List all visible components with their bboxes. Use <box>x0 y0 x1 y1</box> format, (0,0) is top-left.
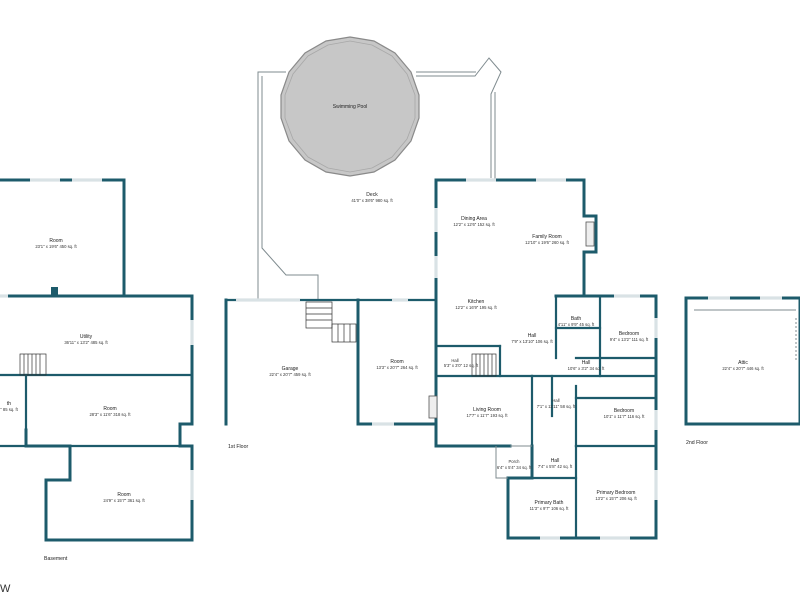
swimming-pool-shape <box>280 36 420 177</box>
porch-label: Porch <box>509 459 521 464</box>
basement-stairs <box>19 353 47 376</box>
dining-label: Dining Area <box>461 216 487 222</box>
b-bath-dims: " 85 sq. ft <box>0 407 18 412</box>
f-room-dims: 13'3" x 20'7" 264 sq. ft <box>376 365 418 370</box>
hall-lower-label: Hall <box>551 458 560 464</box>
b-room-top-label: Room <box>49 238 62 244</box>
garage-walls <box>224 298 438 426</box>
b-room-mid-dims: 28'3" x 11'6" 318 sq. ft <box>89 412 131 417</box>
hall-small-dims: 5'3" x 3'0" 12 sq. ft <box>444 363 479 368</box>
kitchen-dims: 12'2" x 16'9" 195 sq. ft <box>455 305 497 310</box>
porch-dims: 6'4" x 5'4" 34 sq. ft <box>497 465 532 470</box>
bedroom-2-label: Bedroom <box>614 408 634 414</box>
living-label: Living Room <box>473 407 501 413</box>
floor-label-basement: Basement <box>44 556 68 562</box>
attic-dims: 22'4" x 20'7" 446 sq. ft <box>722 366 764 371</box>
family-label: Family Room <box>532 234 561 240</box>
kitchen-label: Kitchen <box>468 299 485 305</box>
room-labels: Swimming Pool Deck 41'0" x 38'6" 980 sq.… <box>0 104 764 511</box>
family-dims: 12'10" x 19'6" 260 sq. ft <box>525 240 570 245</box>
b-room-bot-dims: 24'9" x 15'7" 361 sq. ft <box>103 498 145 503</box>
utility-dims: 36'11" x 13'2" 485 sq. ft <box>64 340 108 345</box>
utility-label: Utility <box>80 334 93 340</box>
b-room-bot-label: Room <box>117 492 130 498</box>
garage-stairs <box>305 301 357 343</box>
garage-label: Garage <box>282 366 299 372</box>
hall-main-dims: 7'9" x 13'10" 106 sq. ft <box>511 339 553 344</box>
bedroom-1-label: Bedroom <box>619 331 639 337</box>
deck-dims: 41'0" x 38'6" 980 sq. ft <box>351 198 393 203</box>
dining-dims: 12'2" x 12'6" 152 sq. ft <box>453 222 495 227</box>
floor-label-first: 1st Floor <box>228 444 248 450</box>
floor-label-second: 2nd Floor <box>686 440 708 446</box>
b-room-mid-label: Room <box>103 406 116 412</box>
attic-label: Attic <box>738 360 748 366</box>
hall-small-label: Hall <box>451 358 458 363</box>
bath-small-dims: 4'11" x 9'9" 45 sq. ft <box>558 322 595 327</box>
garage-dims: 22'4" x 20'7" 459 sq. ft <box>269 372 311 377</box>
deck-label: Deck <box>366 192 378 198</box>
basement-walls <box>0 178 194 542</box>
floor-labels: Basement 1st Floor 2nd Floor <box>44 440 708 562</box>
hall-lower-dims: 7'4" x 5'8" 42 sq. ft <box>538 464 573 469</box>
corner-mark: W <box>0 583 11 595</box>
primary-bath-label: Primary Bath <box>535 500 564 506</box>
bedroom-1-dims: 9'4" x 13'2" 111 sq. ft <box>610 337 649 342</box>
hall-long-label: Hall <box>582 360 591 366</box>
hall-mid-label: Hall <box>552 398 559 403</box>
pool-label: Swimming Pool <box>333 104 367 110</box>
living-dims: 17'7" x 11'7" 193 sq. ft <box>466 413 508 418</box>
primary-bed-dims: 13'2" x 15'7" 206 sq. ft <box>595 496 637 501</box>
attic-walls <box>684 296 800 426</box>
hall-main-label: Hall <box>528 333 537 339</box>
bedroom-2-dims: 10'1" x 11'7" 116 sq. ft <box>604 414 646 419</box>
hall-mid-dims: 7'1" x 11'11" 58 sq. ft <box>537 404 576 409</box>
hall-long-dims: 10'6" x 3'2" 34 sq. ft <box>568 366 606 371</box>
b-room-top-dims: 23'1" x 19'6" 450 sq. ft <box>35 244 77 249</box>
primary-bed-label: Primary Bedroom <box>597 490 636 496</box>
primary-bath-dims: 11'3" x 9'7" 106 sq. ft <box>530 506 570 511</box>
f-room-label: Room <box>390 359 403 365</box>
b-bath-label: th <box>7 401 11 407</box>
bath-small-label: Bath <box>571 316 582 322</box>
main-house-fixtures <box>428 221 595 479</box>
